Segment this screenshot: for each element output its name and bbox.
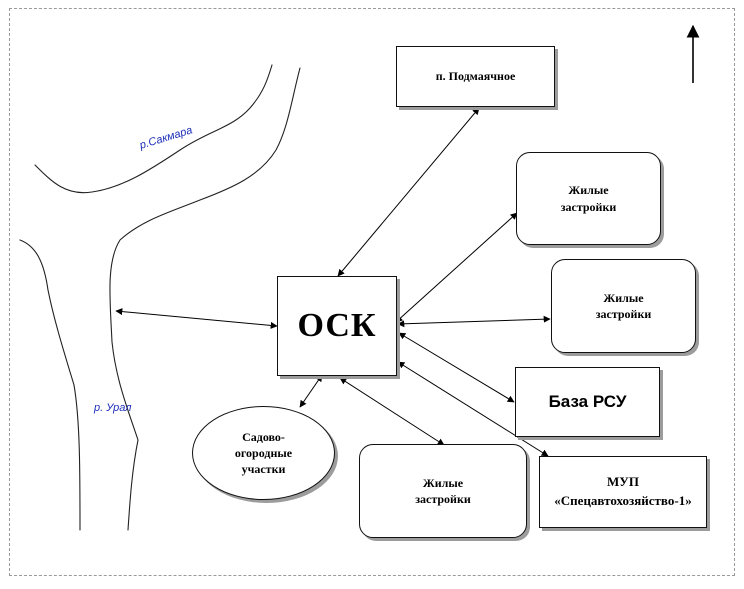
mup-label: МУП «Спецавтохозяйство-1» (554, 474, 692, 508)
sadovo-label: Садово-огородные участки (234, 429, 293, 477)
river-sakmara-upper-bank (34, 64, 273, 194)
node-baza-rsu: База РСУ (515, 367, 660, 437)
node-housing-top: Жилые застройки (516, 152, 661, 245)
diagram-frame (9, 8, 735, 576)
baza-rsu-label: База РСУ (548, 392, 627, 411)
river-ural-label: р. Урал (94, 402, 132, 414)
housing-bottom-label: Жилые застройки (415, 475, 471, 506)
arrow-osk-housing-top (395, 212, 518, 323)
node-housing-mid: Жилые застройки (551, 259, 696, 353)
node-osk: ОСК (277, 276, 397, 376)
housing-mid-label: Жилые застройки (595, 290, 652, 321)
arrow-osk-housing-mid (397, 315, 551, 328)
node-mup: МУП «Спецавтохозяйство-1» (539, 456, 707, 528)
arrow-osk-ural (115, 308, 278, 329)
osk-label: ОСК (297, 307, 377, 344)
arrow-osk-podmayachnoe (337, 107, 480, 277)
node-sadovo: Садово-огородные участки (192, 406, 335, 500)
node-housing-bottom: Жилые застройки (359, 444, 527, 538)
podmayachnoe-label: п. Подмаячное (435, 69, 516, 84)
arrow-osk-baza (398, 332, 515, 403)
river-bank-right (109, 67, 301, 531)
housing-top-label: Жилые застройки (560, 183, 617, 214)
node-podmayachnoe: п. Подмаячное (396, 46, 555, 107)
arrow-osk-sadovo (299, 374, 323, 408)
river-bank-left (19, 239, 81, 531)
arrow-osk-housing-bottom (339, 377, 445, 446)
